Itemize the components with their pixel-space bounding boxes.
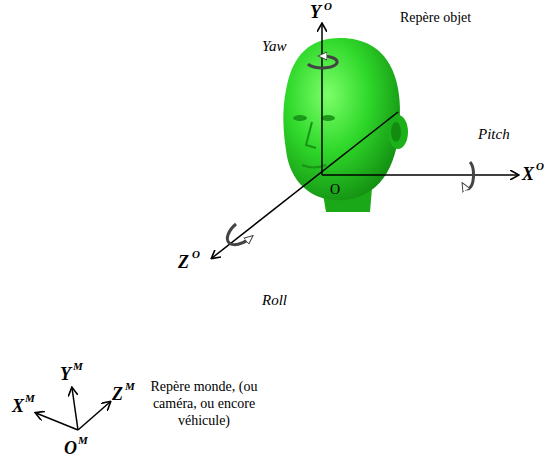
axis-superscript: O — [324, 0, 332, 12]
axis-letter: O — [64, 438, 77, 458]
axis-superscript: M — [78, 434, 88, 446]
head — [283, 38, 408, 212]
rotation-name: Roll — [262, 290, 287, 310]
frame-caption: Repère monde, (ou caméra, ou encore véhi… — [148, 378, 260, 429]
world-axes — [36, 388, 110, 430]
rotation-arrows — [227, 56, 473, 245]
origin-label: O — [330, 180, 340, 200]
axis-superscript: O — [536, 160, 544, 172]
axis-superscript: O — [192, 248, 200, 260]
axis-letter: X — [522, 164, 534, 184]
axis-letter: Y — [60, 364, 71, 384]
axis-superscript: M — [125, 380, 135, 392]
rotation-name: Yaw — [262, 36, 286, 56]
object-axes — [212, 24, 518, 258]
axis-letter: X — [12, 396, 24, 416]
axis-letter: Z — [178, 252, 189, 272]
axis-superscript: M — [73, 360, 83, 372]
axis-letter: Z — [112, 384, 123, 404]
rotation-name: Pitch — [478, 124, 510, 144]
axis-superscript: M — [25, 392, 35, 404]
axis-letter: Y — [310, 2, 321, 22]
frame-caption: Repère objet — [400, 8, 471, 28]
